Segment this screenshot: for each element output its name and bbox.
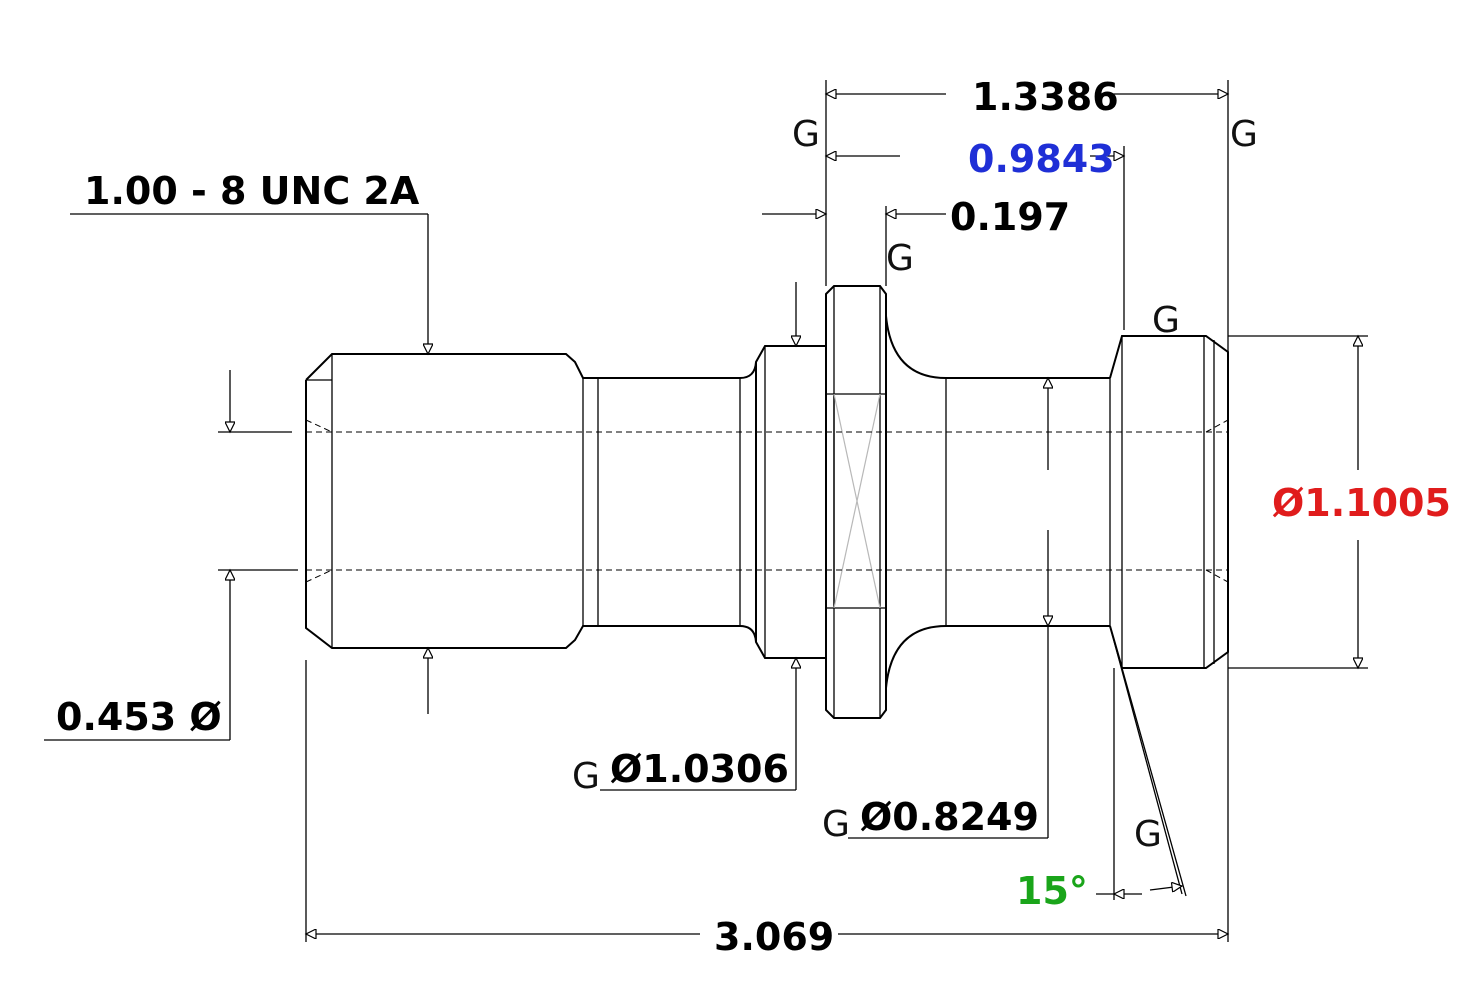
gauge-to-head-label: 0.9843 (968, 137, 1115, 181)
head-diameter-label: Ø1.1005 (1272, 481, 1451, 525)
gauge-mark-collar-diameter: G (572, 756, 600, 797)
gauge-to-end-label: 1.3386 (972, 75, 1119, 119)
gauge-mark-neck-diameter: G (822, 804, 850, 845)
gauge-mark-flange-left: G (792, 114, 820, 155)
flange-diameter-label: Ø1.0306 (610, 747, 789, 791)
part-outline (305, 285, 1229, 719)
overall-length-label: 3.069 (714, 915, 834, 959)
bore-diameter-label: 0.453 Ø (56, 695, 222, 739)
angle-label: 15° (1016, 869, 1088, 913)
gauge-mark-end: G (1230, 114, 1258, 155)
bore-hidden-lines (305, 419, 1229, 583)
thread-spec-label: 1.00 - 8 UNC 2A (84, 169, 420, 213)
flange-thickness-label: 0.197 (950, 195, 1070, 239)
gauge-mark-flange-right: G (886, 238, 914, 279)
neck-diameter-label: Ø0.8249 (860, 795, 1039, 839)
gauge-mark-angle: G (1134, 814, 1162, 855)
dimension-lines (44, 80, 1368, 942)
gauge-mark-head: G (1152, 300, 1180, 341)
